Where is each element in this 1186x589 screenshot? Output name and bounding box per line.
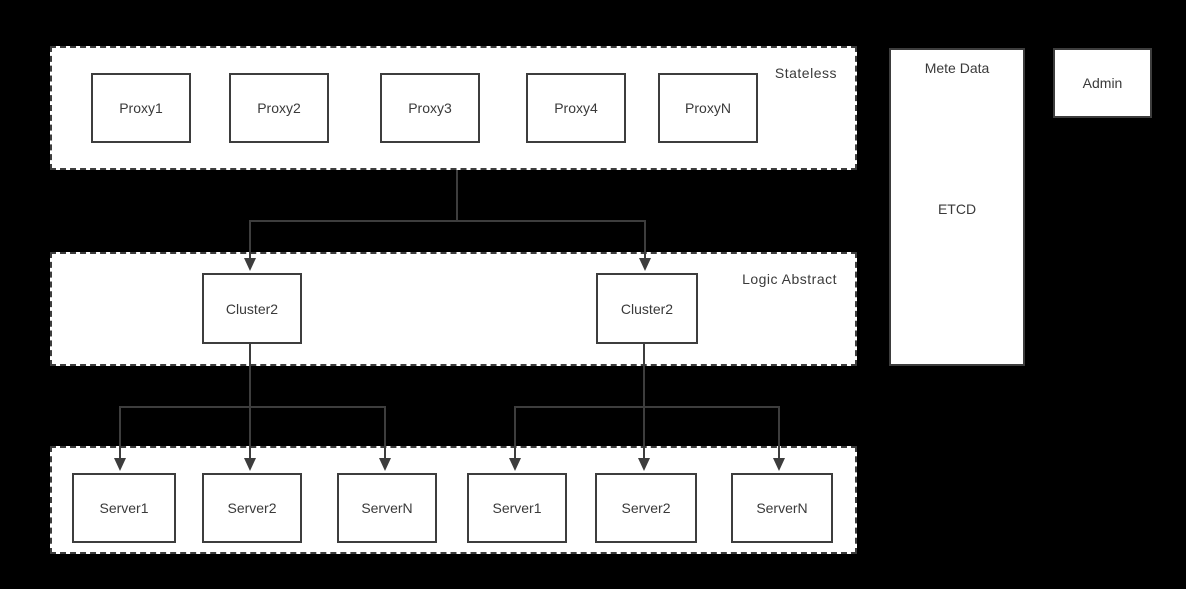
arrowhead-cluster-right-icon [639,258,651,271]
logic-abstract-layer-label: Logic Abstract [742,271,837,287]
edge-drop-server1-right [514,406,516,460]
etcd-label: ETCD [937,201,977,217]
proxy3-node: Proxy3 [380,73,480,143]
proxy4-node: Proxy4 [526,73,626,143]
edge-drop-server2-left [249,406,251,460]
server2-left-node: Server2 [202,473,302,543]
edge-drop-server2-right [643,406,645,460]
edge-stateless-stem [456,170,458,222]
arrowhead-server1-right-icon [509,458,521,471]
cluster2-right-node: Cluster2 [596,273,698,344]
edge-stateless-bus [249,220,646,222]
edge-drop-server1-left [119,406,121,460]
arrowhead-servern-right-icon [773,458,785,471]
stateless-layer-label: Stateless [774,65,837,81]
server1-left-node: Server1 [72,473,176,543]
edge-cluster-left-stem [249,342,251,408]
edge-cluster-right-stem [643,342,645,408]
servern-left-node: ServerN [337,473,437,543]
admin-node: Admin [1053,48,1152,118]
stateless-layer-container: Stateless Proxy1 Proxy2 Proxy3 Proxy4 Pr… [50,46,857,170]
proxy1-node: Proxy1 [91,73,191,143]
servern-right-node: ServerN [731,473,833,543]
edge-cluster-left-bus [119,406,386,408]
mete-data-title: Mete Data [924,60,990,76]
arrowhead-cluster-left-icon [244,258,256,271]
edge-drop-servern-left [384,406,386,460]
cluster2-left-node: Cluster2 [202,273,302,344]
edge-drop-servern-right [778,406,780,460]
logic-abstract-layer-container: Logic Abstract Cluster2 Cluster2 [50,252,857,366]
proxyn-node: ProxyN [658,73,758,143]
arrowhead-server2-right-icon [638,458,650,471]
server2-right-node: Server2 [595,473,697,543]
arrowhead-server1-left-icon [114,458,126,471]
server1-right-node: Server1 [467,473,567,543]
mete-data-panel: Mete Data ETCD [889,48,1025,366]
arrowhead-server2-left-icon [244,458,256,471]
edge-drop-cluster-right [644,220,646,260]
proxy2-node: Proxy2 [229,73,329,143]
server-layer-container: Server1 Server2 ServerN Server1 Server2 … [50,446,857,554]
arrowhead-servern-left-icon [379,458,391,471]
edge-drop-cluster-left [249,220,251,260]
edge-cluster-right-bus [514,406,780,408]
